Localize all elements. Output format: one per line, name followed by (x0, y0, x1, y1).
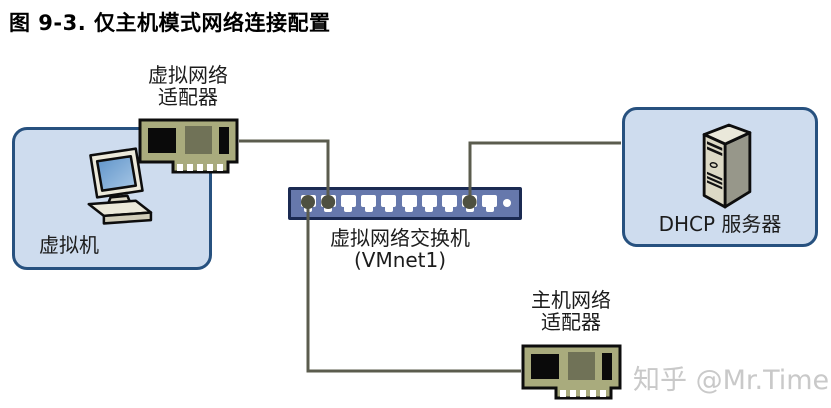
switch-port (361, 195, 377, 212)
switch-port (441, 195, 457, 212)
switch-port (340, 195, 356, 212)
host-adapter-label-line1: 主机网络 (531, 288, 611, 312)
switch-port (300, 195, 316, 212)
switch-port (320, 195, 336, 212)
virtual-adapter-label: 虚拟网络 适配器 (118, 64, 258, 108)
virtual-adapter-icon (138, 118, 239, 174)
switch-port (421, 195, 437, 212)
switch-ports (291, 190, 519, 217)
switch-port (462, 195, 478, 212)
virtual-adapter-label-line2: 适配器 (158, 85, 218, 109)
host-adapter-label: 主机网络 适配器 (501, 289, 641, 333)
host-adapter-label-line2: 适配器 (541, 310, 601, 334)
virtual-switch-label: 虚拟网络交换机 (VMnet1) (289, 227, 511, 271)
host-adapter-icon (521, 344, 622, 400)
switch-port (482, 195, 498, 212)
switch-port (381, 195, 397, 212)
computer-icon (87, 147, 153, 225)
server-icon (702, 123, 752, 209)
dhcp-server-label: DHCP 服务器 (658, 212, 782, 236)
virtual-adapter-label-line1: 虚拟网络 (148, 63, 228, 87)
dhcp-node-box: DHCP 服务器 (622, 107, 818, 247)
switch-port (401, 195, 417, 212)
watermark: 知乎 @Mr.Time (633, 365, 830, 396)
virtual-switch-label-line1: 虚拟网络交换机 (330, 226, 470, 250)
figure-title: 图 9-3. 仅主机模式网络连接配置 (9, 11, 331, 35)
virtual-switch-label-line2: (VMnet1) (353, 248, 447, 272)
switch-end-dot (503, 199, 511, 207)
virtual-switch (288, 187, 522, 220)
vm-label: 虚拟机 (39, 233, 99, 257)
